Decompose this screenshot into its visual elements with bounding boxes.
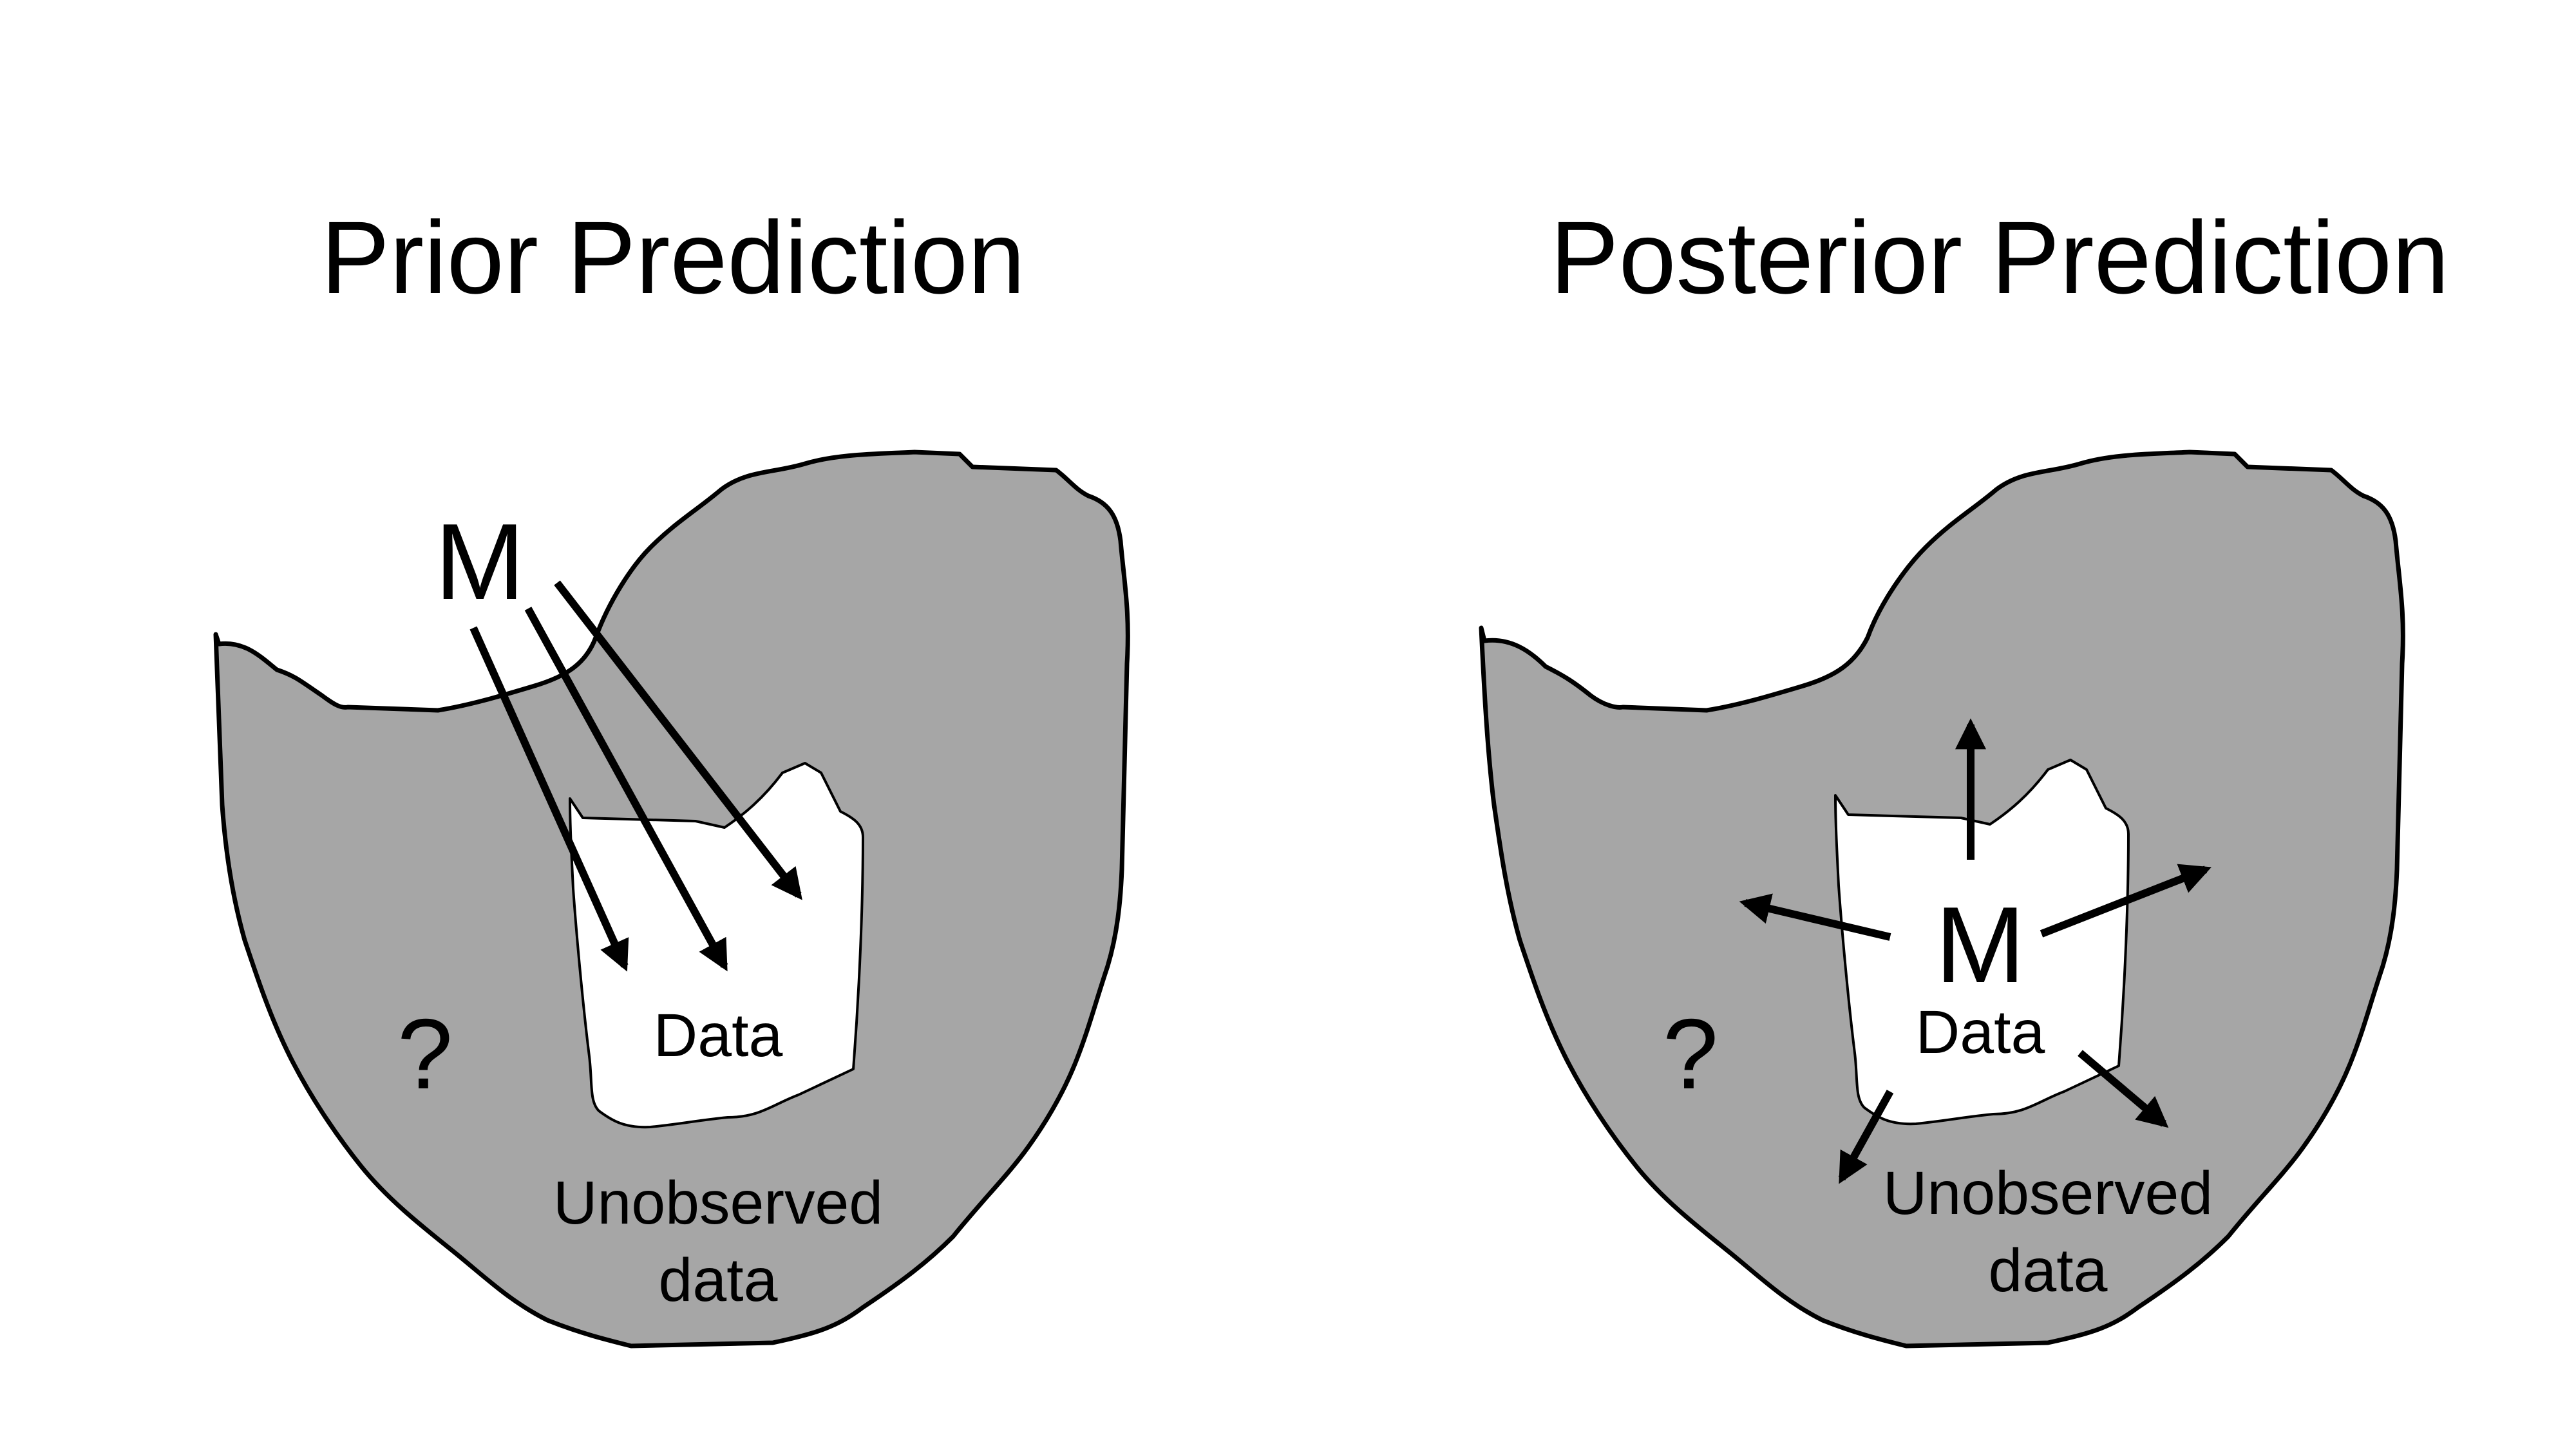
prior-title: Prior Prediction xyxy=(321,200,1025,315)
posterior-panel: Posterior Prediction M Data ? Unobserved… xyxy=(1479,200,2449,1349)
prior-unobserved-label-line2: data xyxy=(659,1246,778,1314)
posterior-arrow-left xyxy=(1739,893,1891,941)
posterior-unobserved-label-line1: Unobserved xyxy=(1883,1159,2213,1227)
posterior-unknown-label: ? xyxy=(1663,998,1718,1110)
posterior-data-region xyxy=(1834,759,2130,1126)
posterior-arrow-down-right xyxy=(2078,1050,2169,1128)
posterior-arrow-down-left xyxy=(1838,1090,1894,1184)
prior-arrow-1 xyxy=(469,626,629,972)
prior-arrow-3 xyxy=(554,580,802,900)
prior-data-label: Data xyxy=(654,1001,783,1070)
prior-arrow-2 xyxy=(524,607,728,972)
posterior-model-label: M xyxy=(1935,884,2025,1005)
posterior-unobserved-label-line2: data xyxy=(1989,1236,2108,1305)
prior-unknown-label: ? xyxy=(397,998,453,1110)
posterior-arrow-right xyxy=(2040,864,2211,938)
prior-model-label: M xyxy=(435,501,525,622)
prior-unobserved-label-line1: Unobserved xyxy=(553,1169,883,1237)
prior-panel: Prior Prediction M Data ? Unobserved dat… xyxy=(213,200,1130,1349)
posterior-data-label: Data xyxy=(1916,998,2045,1066)
posterior-title: Posterior Prediction xyxy=(1550,200,2449,315)
